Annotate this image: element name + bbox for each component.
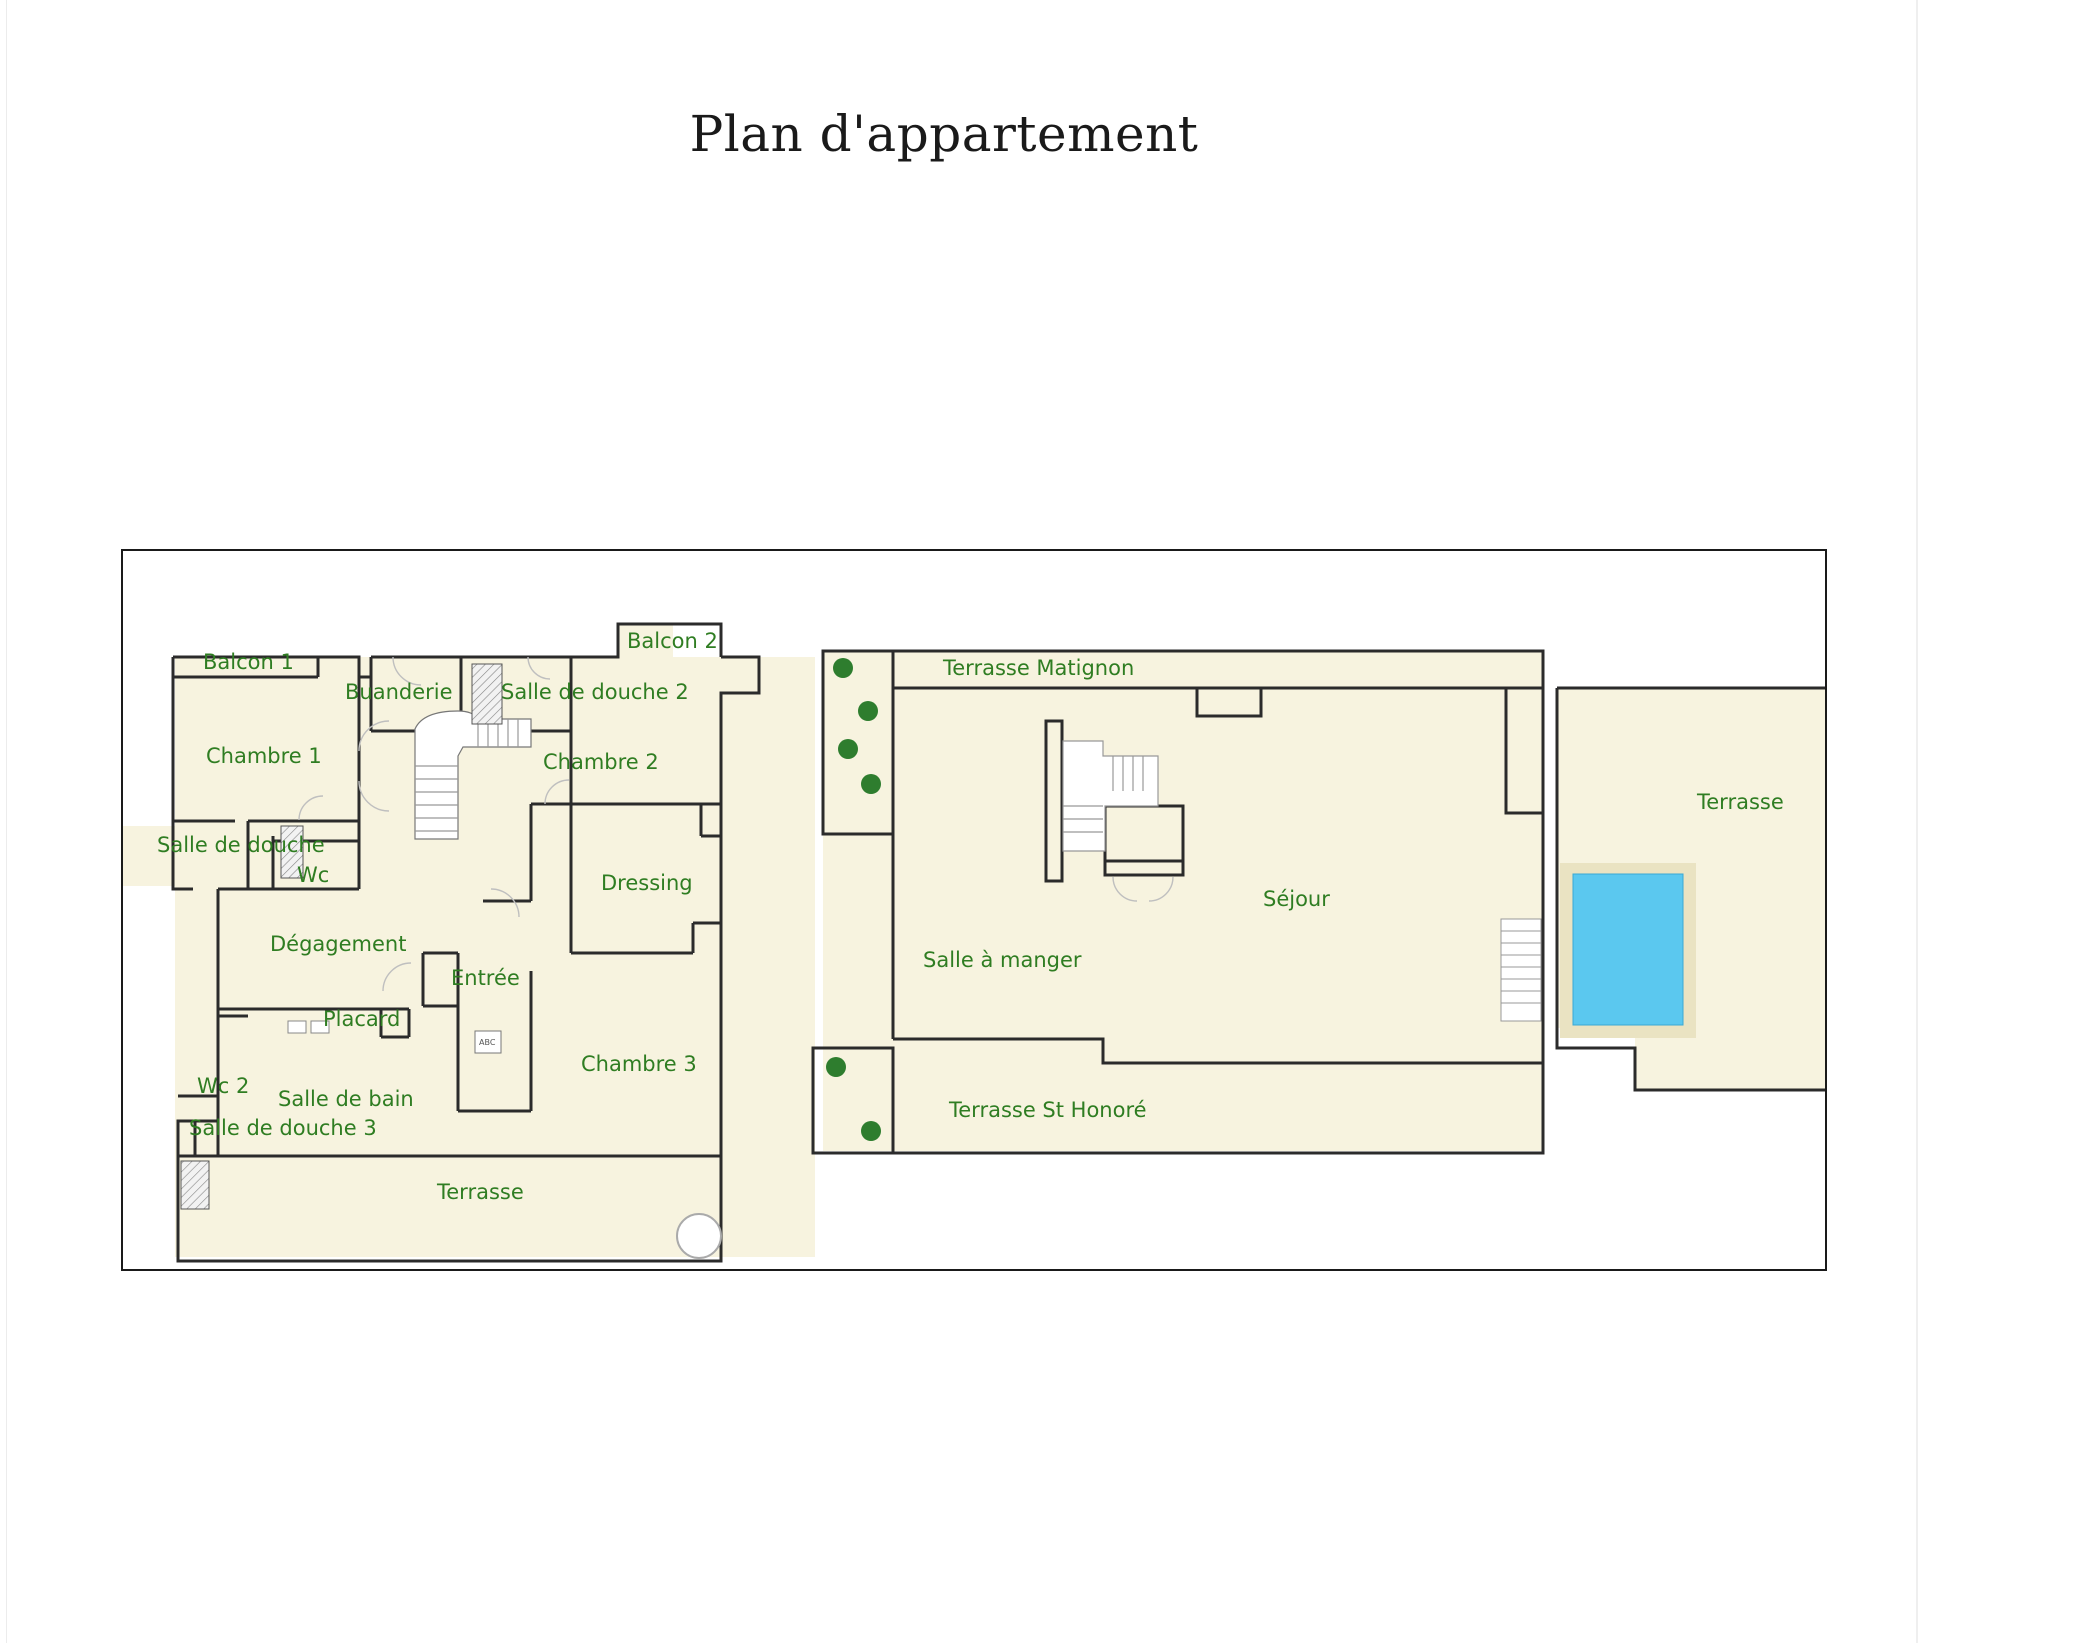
label-terrasse-st-honore: Terrasse St Honoré [948,1098,1147,1122]
door-arcs-middle [1112,876,1174,902]
label-terrasse-1: Terrasse [436,1180,524,1204]
level-right: Terrasse Pa [1555,686,1825,1092]
label-balcon-1: Balcon 1 [203,650,294,674]
label-chambre-3: Chambre 3 [581,1052,697,1076]
stair-left [414,710,532,840]
page-title: Plan d'appartement [689,105,1199,163]
label-chambre-1: Chambre 1 [206,744,322,768]
label-placard: Placard [323,1007,400,1031]
floor-plan-frame: ABC Balcon 1 Buanderie Salle de douche 2… [121,549,1827,1271]
label-sejour: Séjour [1263,887,1330,911]
label-buanderie: Buanderie [345,680,453,704]
shower-2-icon [280,825,304,879]
label-degagement: Dégagement [270,932,406,956]
floor-plan-svg: ABC Balcon 1 Buanderie Salle de douche 2… [123,622,1825,1263]
label-salle-de-douche: Salle de douche [157,833,325,857]
label-chambre-2: Chambre 2 [543,750,659,774]
door-arcs-left [298,656,570,992]
label-wc: Wc [297,863,329,887]
level-middle: Terrasse Matignon Séjour Salle à manger … [811,649,1545,1155]
stair-middle [1062,740,1159,852]
electrical-box [474,1030,502,1054]
shower-3-icon [180,1160,210,1210]
pool-icon [1572,873,1684,1026]
level-left: ABC Balcon 1 Buanderie Salle de douche 2… [123,622,815,1263]
label-balcon-2: Balcon 2 [627,629,718,653]
label-wc-2: Wc 2 [197,1074,249,1098]
label-salle-de-douche-2: Salle de douche 2 [501,680,689,704]
plant-icons [826,658,881,1141]
stair-sejour [1500,918,1542,1022]
page-edge-left [6,0,7,1643]
label-salle-de-douche-3: Salle de douche 3 [189,1116,377,1140]
page-edge-right [1916,0,1918,1643]
label-salle-de-bain: Salle de bain [278,1087,414,1111]
label-terrasse-2: Terrasse [1696,790,1784,814]
label-terrasse-matignon: Terrasse Matignon [942,656,1134,680]
label-salle-a-manger: Salle à manger [923,948,1082,972]
shower-1-icon [471,663,503,725]
round-table [676,1213,722,1259]
label-entree: Entrée [451,966,520,990]
electrical-box-label: ABC [479,1038,496,1047]
label-dressing: Dressing [601,871,693,895]
washbasin-icon [287,1020,330,1034]
